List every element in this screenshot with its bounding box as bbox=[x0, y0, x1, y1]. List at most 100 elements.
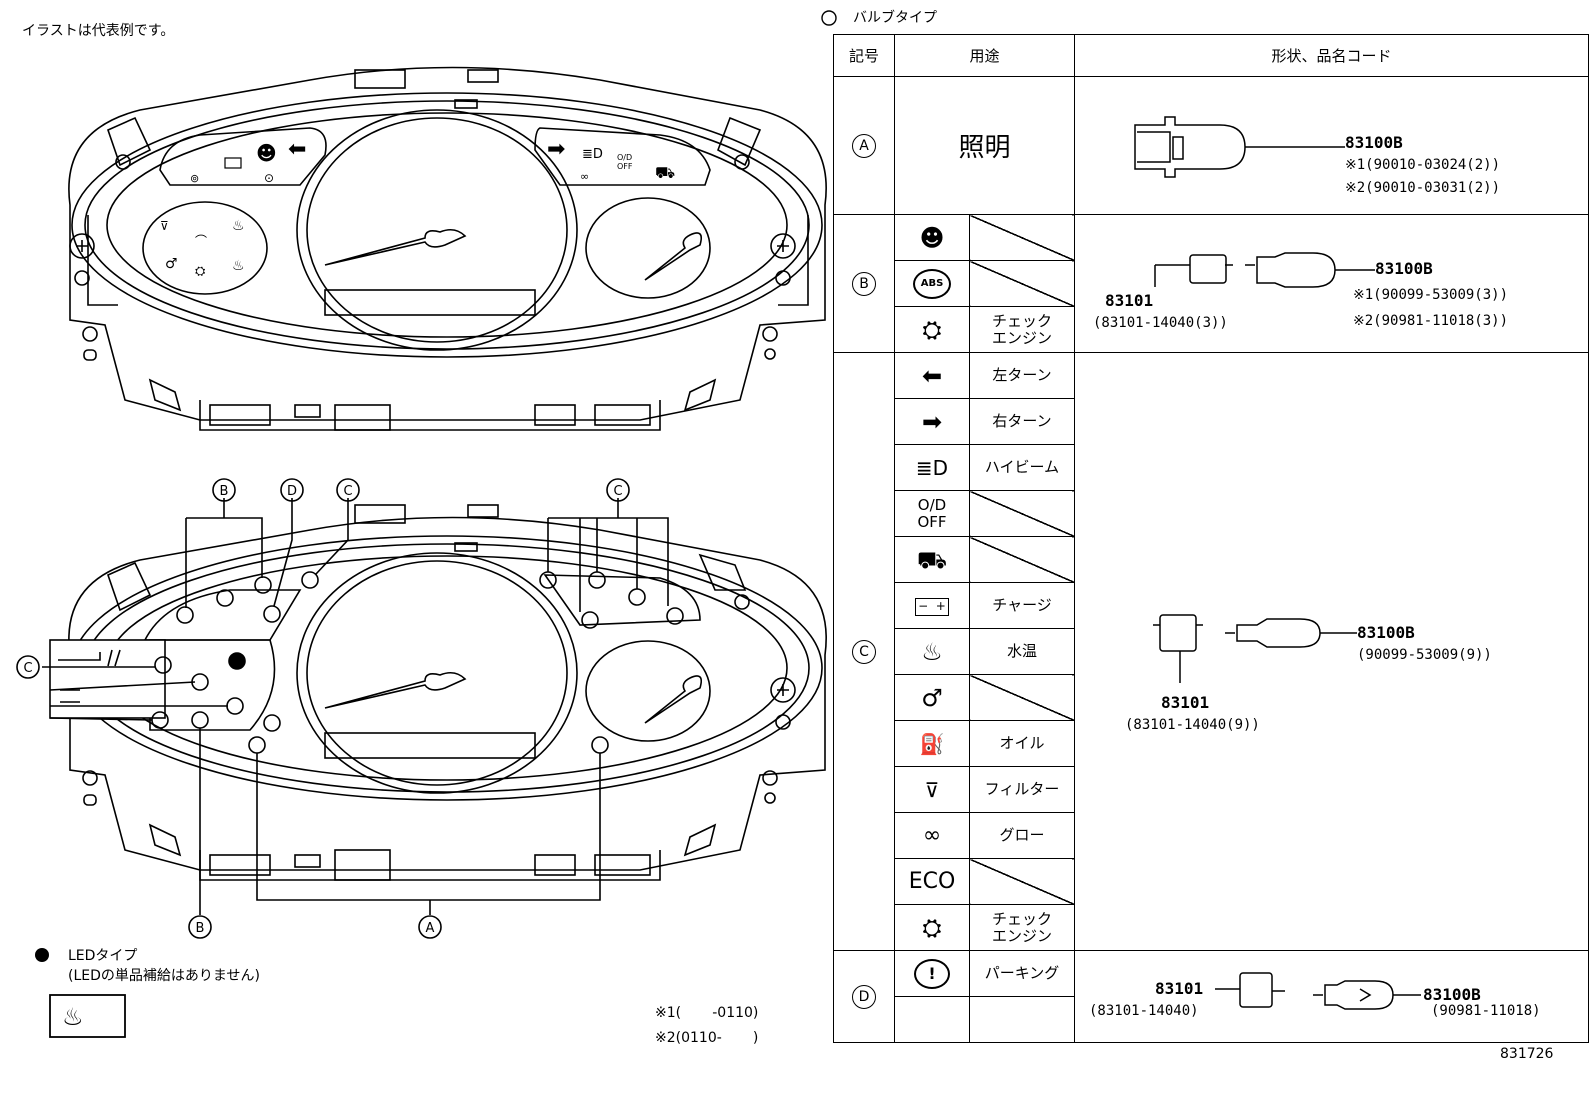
led-water-temp-icon: ♨ bbox=[62, 1003, 84, 1031]
row-d-shape: 83101 (83101-14040) 83100B (90981-11018) bbox=[1074, 950, 1589, 1043]
row-c-socket: 83101 bbox=[1161, 693, 1210, 712]
oil-small-icon: ⌒ bbox=[195, 234, 207, 248]
row-c-use-6: チャージ bbox=[969, 582, 1075, 629]
row-b-socket-pn: (83101-14040(3)) bbox=[1093, 315, 1228, 331]
footnote-2: ※2(0110- ) bbox=[655, 1030, 759, 1046]
row-c-use-4 bbox=[969, 490, 1075, 537]
upper-cluster-drawing bbox=[68, 66, 827, 431]
oil-icon: ⛽ bbox=[894, 720, 970, 767]
seatbelt-icon: ♂ bbox=[894, 674, 970, 721]
od-small-label-2: OFF bbox=[617, 162, 633, 171]
callout-c-top-right: C bbox=[613, 484, 622, 499]
row-c-use-13: チェック エンジン bbox=[969, 904, 1075, 951]
row-d-socket: 83101 bbox=[1155, 979, 1204, 998]
row-a-sub2: ※2(90010-03031(2)) bbox=[1345, 180, 1501, 196]
left-turn-small-icon: ⬅ bbox=[288, 137, 306, 162]
row-c-symbol: C bbox=[833, 352, 895, 951]
footnote-1: ※1( -0110) bbox=[655, 1005, 759, 1021]
callout-circles bbox=[16, 478, 630, 939]
glow-small-icon: ∞ bbox=[580, 170, 589, 183]
temp-small-icon: ♨ bbox=[232, 218, 245, 234]
row-b-use-3: チェック エンジン bbox=[969, 306, 1075, 353]
row-c-use-9: オイル bbox=[969, 720, 1075, 767]
high-beam-small-icon: ≣D bbox=[582, 147, 603, 162]
lower-cluster-drawing bbox=[42, 498, 827, 915]
row-c-use-5 bbox=[969, 536, 1075, 583]
door-open-icon: ⛟ bbox=[894, 536, 970, 583]
row-c-use-2: 右ターン bbox=[969, 398, 1075, 445]
figure-number: 831726 bbox=[1500, 1046, 1554, 1062]
row-c-use-8 bbox=[969, 674, 1075, 721]
od-small-label: O/D bbox=[617, 153, 632, 162]
led-type-note: (LEDの単品補給はありません) bbox=[68, 968, 260, 984]
glow-icon: ∞ bbox=[894, 812, 970, 859]
row-c-use-7: 水温 bbox=[969, 628, 1075, 675]
row-b-sub1: ※1(90099-53009(3)) bbox=[1353, 287, 1509, 303]
row-c-sub1: (90099-53009(9)) bbox=[1357, 647, 1492, 663]
left-turn-icon: ⬅ bbox=[894, 352, 970, 399]
airbag-icon: ☻ bbox=[894, 214, 970, 261]
row-c-use-1: 左ターン bbox=[969, 352, 1075, 399]
row-c-use-10: フィルター bbox=[969, 766, 1075, 813]
row-b-main-pn: 83100B bbox=[1375, 259, 1433, 278]
row-a-symbol: A bbox=[833, 76, 895, 215]
bulb-type-title: バルブタイプ bbox=[853, 10, 937, 26]
illustration-note: イラストは代表例です。 bbox=[22, 23, 175, 39]
row-d-symbol: D bbox=[833, 950, 895, 1043]
bulb-type-marker-icon bbox=[821, 10, 837, 26]
parking-icon: ! bbox=[894, 950, 970, 997]
check-engine-icon: ⛭ bbox=[894, 306, 970, 353]
row-d-empty-symbol bbox=[894, 996, 970, 1043]
callout-b-top: B bbox=[220, 484, 229, 499]
callout-d-top: D bbox=[287, 484, 297, 499]
right-turn-small-icon: ➡ bbox=[547, 137, 565, 162]
row-d-main-pn: 83100B bbox=[1423, 985, 1481, 1004]
header-use: 用途 bbox=[894, 34, 1075, 77]
water-temp-icon: ♨ bbox=[894, 628, 970, 675]
row-d-use-1: パーキング bbox=[969, 950, 1075, 997]
row-a-main-pn: 83100B bbox=[1345, 133, 1403, 152]
callout-b-bottom: B bbox=[196, 921, 205, 936]
callout-a-bottom: A bbox=[426, 921, 435, 936]
right-turn-icon: ➡ bbox=[894, 398, 970, 445]
header-symbol: 記号 bbox=[833, 34, 895, 77]
row-b-socket: 83101 bbox=[1105, 291, 1154, 310]
row-b-use-1 bbox=[969, 214, 1075, 261]
engine-small-icon: ⛭ bbox=[195, 264, 206, 279]
abs-icon: ABS bbox=[894, 260, 970, 307]
led-dot-icon bbox=[35, 948, 49, 962]
header-shape: 形状、品名コード bbox=[1074, 34, 1589, 77]
check-engine-icon-2: ⛭ bbox=[894, 904, 970, 951]
temp2-small-icon: ♨ bbox=[232, 258, 245, 274]
airbag-small-icon: ☻ bbox=[256, 141, 277, 165]
row-d-sub1: (90981-11018) bbox=[1431, 1003, 1541, 1019]
row-a-use: 照明 bbox=[894, 76, 1075, 215]
callout-c-top-left: C bbox=[343, 484, 352, 499]
row-b-shape: 83100B 83101 (83101-14040(3)) ※1(90099-5… bbox=[1074, 214, 1589, 353]
eco-icon: ECO bbox=[894, 858, 970, 905]
row-b-sub2: ※2(90981-11018(3)) bbox=[1353, 313, 1509, 329]
row-b-symbol: B bbox=[833, 214, 895, 353]
row-c-socket-pn: (83101-14040(9)) bbox=[1125, 717, 1260, 733]
bulb-table: 記号 用途 形状、品名コード A 照明 83100B ※1(90010-0302… bbox=[833, 34, 1589, 1043]
row-c-use-3: ハイビーム bbox=[969, 444, 1075, 491]
led-type-title: LEDタイプ bbox=[68, 948, 138, 964]
row-c-shape: 83100B (90099-53009(9)) 83101 (83101-140… bbox=[1074, 352, 1589, 951]
parking-small-icon: ⊙ bbox=[264, 171, 274, 185]
row-b-use-2 bbox=[969, 260, 1075, 307]
seatbelt-small-icon: ♂ bbox=[165, 256, 178, 272]
row-c-use-11: グロー bbox=[969, 812, 1075, 859]
abs-small-icon: ⊚ bbox=[190, 172, 199, 185]
charge-icon: − + bbox=[894, 582, 970, 629]
row-a-shape: 83100B ※1(90010-03024(2)) ※2(90010-03031… bbox=[1074, 76, 1589, 215]
row-d-empty-use bbox=[969, 996, 1075, 1043]
callout-c-left: C bbox=[23, 661, 32, 676]
filter-small-icon: ⊽ bbox=[160, 219, 169, 233]
door-small-icon: ⛟ bbox=[655, 163, 675, 182]
filter-icon: ⊽ bbox=[894, 766, 970, 813]
row-a-sub1: ※1(90010-03024(2)) bbox=[1345, 157, 1501, 173]
row-c-main-pn: 83100B bbox=[1357, 623, 1415, 642]
row-c-use-12 bbox=[969, 858, 1075, 905]
high-beam-icon: ≣D bbox=[894, 444, 970, 491]
